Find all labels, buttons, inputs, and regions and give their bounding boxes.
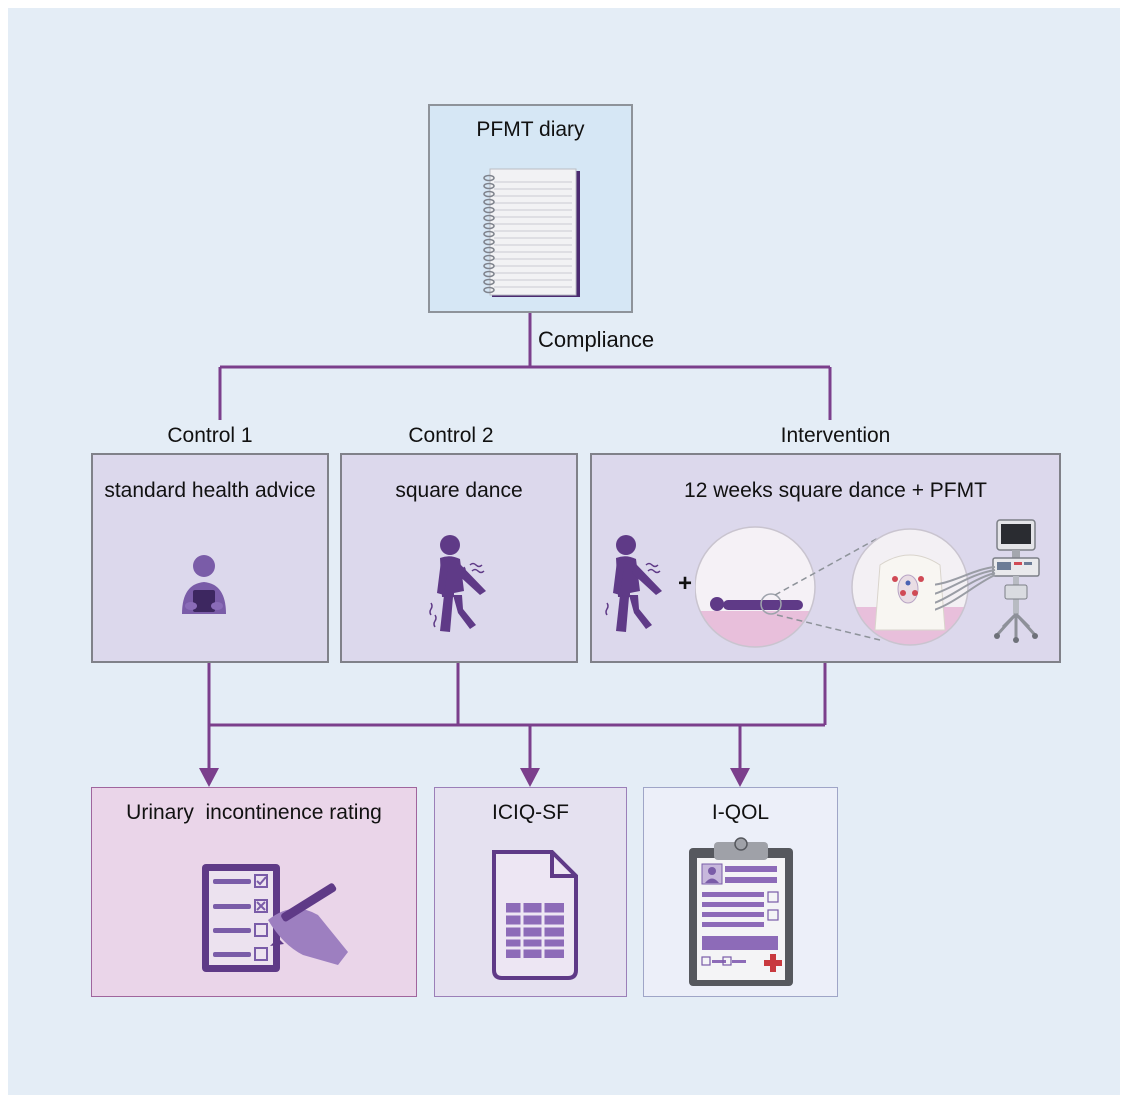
- dancing-person-icon: [429, 535, 486, 632]
- intervention-dancing-person-icon: [605, 535, 662, 632]
- control2-description: square dance: [395, 479, 523, 502]
- arrowhead-1: [199, 768, 219, 787]
- group-name-control1: Control 1: [167, 424, 253, 447]
- group-name-control2: Control 2: [408, 424, 494, 447]
- control2-box: [340, 453, 578, 663]
- clipboard-form-icon: [689, 837, 793, 986]
- checklist-icon: [202, 864, 348, 972]
- pelvic-floor-training-icon: [695, 526, 969, 648]
- outcome-urinary-rating-label: Urinary incontinence rating: [126, 801, 382, 824]
- intervention-description: 12 weeks square dance + PFMT: [684, 479, 987, 502]
- outcome-iqol-label: I-QOL: [711, 801, 770, 824]
- outcome-iciq-label: ICIQ-SF: [492, 801, 569, 824]
- control1-description: standard health advice: [104, 479, 316, 502]
- diary-title: PFMT diary: [476, 118, 585, 141]
- arrowhead-2: [520, 768, 540, 787]
- group-name-intervention: Intervention: [780, 424, 891, 447]
- biofeedback-machine-icon: [935, 519, 1040, 643]
- notebook-icon: [483, 168, 580, 297]
- arrowhead-3: [730, 768, 750, 787]
- spreadsheet-document-icon: [492, 850, 578, 980]
- intervention-box: [590, 453, 1061, 663]
- person-reading-icon: [182, 555, 226, 614]
- plus-sign: +: [678, 570, 693, 597]
- compliance-label: Compliance: [538, 327, 655, 352]
